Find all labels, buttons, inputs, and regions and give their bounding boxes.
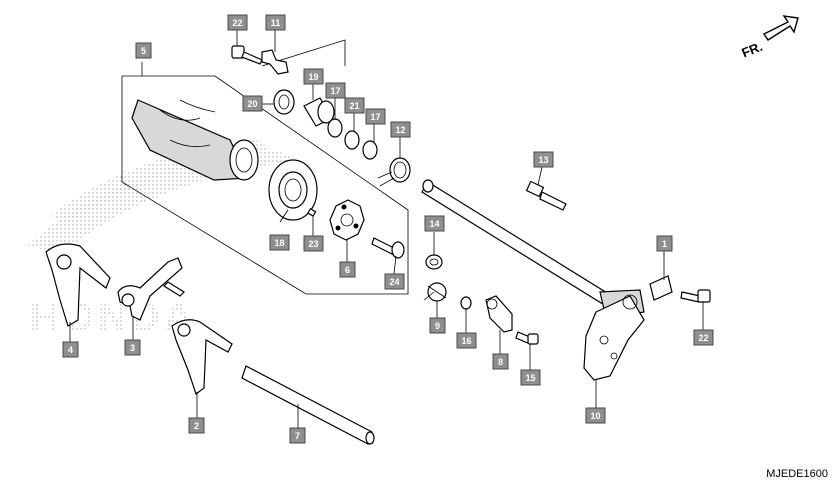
- svg-text:22: 22: [698, 333, 708, 343]
- shift-fork-lower: [171, 319, 233, 395]
- return-spring: [377, 157, 411, 187]
- front-direction-arrow: FR.: [740, 15, 799, 61]
- shift-drum: [131, 99, 259, 181]
- socket-bolt: [371, 237, 405, 259]
- svg-text:22: 22: [232, 18, 242, 28]
- stopper-arm: [485, 295, 513, 333]
- svg-text:8: 8: [498, 357, 503, 367]
- washer-20: [273, 89, 295, 115]
- bolt-15: [515, 331, 539, 345]
- svg-text:18: 18: [274, 238, 284, 248]
- callout-22b: 22: [693, 329, 714, 346]
- svg-text:4: 4: [68, 345, 73, 355]
- callout-17a: 17: [325, 82, 346, 99]
- svg-text:17: 17: [330, 86, 340, 96]
- svg-text:10: 10: [590, 411, 600, 421]
- callout-13: 13: [533, 151, 554, 168]
- callout-1: 1: [656, 235, 673, 252]
- svg-text:23: 23: [308, 239, 318, 249]
- svg-text:13: 13: [538, 155, 548, 165]
- callout-3: 3: [124, 339, 141, 356]
- callout-12: 12: [390, 121, 411, 138]
- svg-text:14: 14: [429, 219, 439, 229]
- svg-text:3: 3: [130, 343, 135, 353]
- bolt-right: [680, 289, 711, 303]
- washer-16: [460, 296, 472, 310]
- shift-fork-left: [45, 243, 111, 327]
- stopper-arm-spring: [423, 282, 447, 302]
- svg-text:1: 1: [662, 239, 667, 249]
- svg-text:17: 17: [370, 112, 380, 122]
- callout-21: 21: [344, 97, 365, 114]
- shift-fork-center: [117, 257, 185, 321]
- needle-bearing: [303, 97, 335, 127]
- callout-11: 11: [265, 14, 286, 31]
- callout-19: 19: [303, 68, 324, 85]
- shift-drum-center-plate: [329, 199, 365, 241]
- dowel-pin: [307, 207, 317, 217]
- shift-drum-assembly-outline: [121, 75, 409, 295]
- callout-6: 6: [339, 261, 356, 278]
- flange-nut: [425, 254, 443, 270]
- stopper-pin-bolt: [525, 180, 567, 211]
- leader-lines: [69, 30, 704, 428]
- gearshift-arm-plate: [583, 294, 645, 381]
- svg-text:HONDA: HONDA: [30, 295, 197, 339]
- callout-16: 16: [456, 332, 477, 349]
- svg-text:16: 16: [461, 336, 471, 346]
- callout-14: 14: [424, 215, 445, 232]
- callout-7: 7: [289, 427, 306, 444]
- svg-text:15: 15: [525, 373, 535, 383]
- diagram-code: MJEDE1600: [766, 468, 828, 480]
- gearshift-spindle: [421, 179, 645, 319]
- small-plate: [649, 275, 673, 301]
- callout-22a: 22: [227, 14, 248, 31]
- callout-8: 8: [492, 353, 509, 370]
- svg-text:24: 24: [389, 277, 399, 287]
- callout-10: 10: [585, 407, 606, 424]
- callout-17b: 17: [365, 108, 386, 125]
- bracket-outline: [261, 39, 346, 67]
- fork-shaft: [241, 365, 375, 445]
- ring-17a: [327, 118, 343, 138]
- callout-2: 2: [188, 417, 205, 434]
- svg-text:7: 7: [295, 431, 300, 441]
- callout-5: 5: [135, 42, 152, 59]
- stopper-arm-bracket: [261, 49, 289, 75]
- callout-23: 23: [303, 235, 324, 252]
- callout-18: 18: [269, 234, 290, 251]
- svg-text:19: 19: [308, 72, 318, 82]
- svg-text:2: 2: [194, 421, 199, 431]
- svg-text:12: 12: [395, 125, 405, 135]
- svg-text:6: 6: [345, 265, 350, 275]
- callout-4: 4: [62, 341, 79, 358]
- callout-9: 9: [429, 317, 446, 334]
- bolt-top: [231, 45, 263, 65]
- callout-15: 15: [520, 369, 541, 386]
- ring-21: [344, 130, 360, 150]
- callout-24: 24: [384, 273, 405, 290]
- svg-text:21: 21: [349, 101, 359, 111]
- svg-text:5: 5: [141, 46, 146, 56]
- svg-text:20: 20: [247, 99, 257, 109]
- callout-20: 20: [242, 95, 263, 112]
- ring-17b: [362, 140, 378, 160]
- direction-label: FR.: [740, 39, 765, 61]
- svg-text:9: 9: [435, 321, 440, 331]
- svg-text:11: 11: [271, 18, 281, 28]
- ball-bearing: [268, 159, 318, 221]
